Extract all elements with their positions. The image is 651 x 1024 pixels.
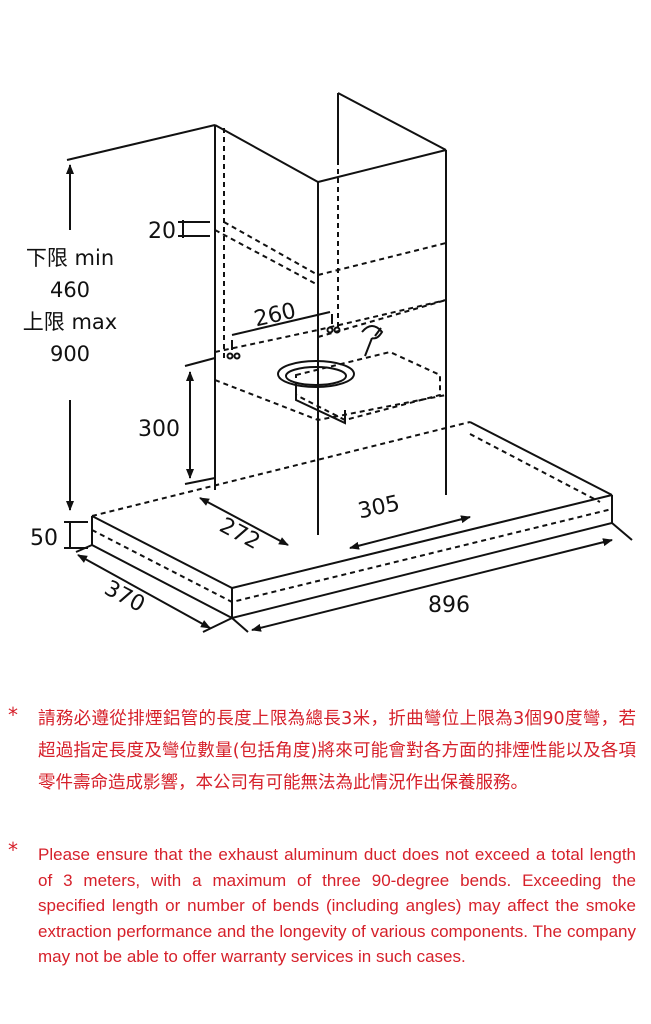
- dim-272-line: [199, 497, 289, 546]
- max-value: 900: [49, 342, 91, 366]
- note-marker: *: [8, 703, 18, 727]
- min-label: 下限 min: [25, 246, 115, 270]
- exhaust-outlet-ring: [277, 360, 355, 388]
- canopy-top-right-edge: [469, 421, 613, 496]
- chimney-bracket-left: [214, 299, 447, 353]
- note-english: * Please ensure that the exhaust aluminu…: [8, 838, 638, 998]
- dim-label-50: 50: [30, 526, 58, 551]
- mounting-hole: [226, 352, 234, 360]
- dim-260-line: [231, 311, 331, 336]
- dim-label-260: 260: [252, 299, 299, 333]
- dim-896-line: [251, 538, 613, 632]
- min-max-label: 下限 min 460 上限 max 900: [14, 242, 126, 370]
- dim-460-900-top-extension: [66, 124, 216, 161]
- canopy-top-front-right: [231, 494, 613, 589]
- note-chinese-text: 請務必遵從排煙鋁管的長度上限為總長3米，折曲彎位上限為3個90度彎，若超過指定長…: [38, 709, 636, 793]
- hood-body: [91, 92, 613, 620]
- chimney-inner-dashed-1: [223, 221, 447, 277]
- motor-box-front: [295, 385, 346, 425]
- chimney-outer-back: [337, 92, 447, 151]
- canopy-top-back-edge: [91, 421, 471, 517]
- min-value: 460: [49, 278, 91, 302]
- dim-label-305: 305: [356, 491, 402, 524]
- mounting-hole: [326, 326, 334, 334]
- dim-300-tick: [184, 357, 216, 485]
- dim-label-20: 20: [148, 219, 176, 244]
- note-english-text: Please ensure that the exhaust aluminum …: [38, 845, 636, 966]
- dim-370-ext: [75, 544, 233, 633]
- max-label: 上限 max: [22, 310, 118, 334]
- dim-label-272: 272: [215, 513, 264, 555]
- damper-valve: [361, 325, 384, 357]
- mounting-hole-marker: [231, 314, 333, 350]
- note-marker: *: [8, 838, 18, 862]
- canopy-inner-dashed: [469, 433, 601, 503]
- range-hood-dimension-diagram: 20 260 300 305 50 272 370 896: [30, 92, 633, 633]
- dim-370-line: [77, 554, 211, 629]
- mounting-hole: [333, 326, 341, 334]
- note-chinese: * 請務必遵從排煙鋁管的長度上限為總長3米，折曲彎位上限為3個90度彎，若超過指…: [8, 703, 638, 831]
- chimney-bracket-bottom: [214, 379, 447, 422]
- dim-896-ext: [231, 522, 633, 633]
- chimney-outer-top: [317, 149, 447, 183]
- chimney-inner-back-top: [214, 124, 319, 183]
- mounting-hole: [233, 352, 241, 360]
- dim-label-370: 370: [100, 576, 149, 618]
- dimension-lines: [64, 124, 633, 633]
- chimney-inner-dashed-2: [214, 229, 319, 286]
- dim-20-line: [178, 220, 210, 238]
- dim-label-300: 300: [138, 417, 180, 442]
- dim-label-896: 896: [428, 593, 470, 618]
- exhaust-outlet-ring-inner: [285, 366, 347, 386]
